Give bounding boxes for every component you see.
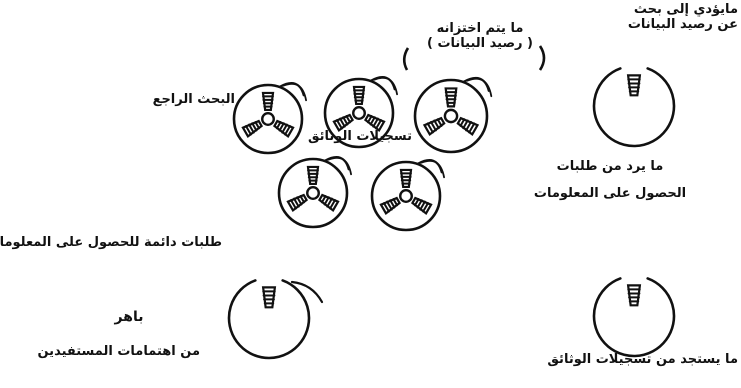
label-retrospective-search: البحث الراجع: [152, 92, 235, 107]
reel-spoke-left: [286, 193, 308, 212]
partial-reel-spoke: [261, 286, 277, 309]
tape-tail: [290, 280, 324, 304]
reel-hub: [306, 186, 320, 200]
label-incoming-requests-line1: ما يرد من طلبات: [556, 159, 664, 174]
tape-reel: [323, 76, 398, 149]
paren-left-mark: [402, 47, 410, 71]
label-middle-word: باهر: [114, 309, 144, 325]
reel-spoke-right: [364, 113, 386, 132]
paren-right-mark: [538, 45, 546, 71]
tape-reel: [232, 82, 307, 155]
reel-spoke-right: [456, 116, 480, 137]
reel-spoke-top: [399, 168, 413, 189]
reel-spoke-top: [444, 87, 458, 108]
partial-reel-rim: [592, 67, 676, 148]
partial-reel-rim: [227, 279, 311, 360]
reel-spoke-left: [379, 196, 401, 215]
reel-spoke-top: [352, 85, 366, 106]
partial-reel-spoke: [626, 284, 642, 307]
label-incoming-requests: ما يرد من طلبات الحصول على المعلومات: [520, 159, 700, 202]
label-top-right: مايؤدي إلى بحث عن رصيد البيانات: [606, 2, 738, 33]
partial-reel-bottom-left: [227, 279, 311, 360]
tape-reel: [413, 76, 493, 154]
partial-reel-rim: [592, 277, 676, 358]
reel-hub: [352, 106, 366, 120]
label-user-interests: من اهتمامات المستفيدين: [37, 344, 200, 359]
label-new-document-records: ما يستجد من تسجيلات الوثائق: [547, 352, 738, 367]
label-standing-requests: طلبات دائمة للحصول على المعلومات: [0, 235, 222, 250]
partial-reel-bottom-right: [592, 277, 676, 358]
reel-spoke-left: [241, 119, 263, 138]
reel-spoke-right: [273, 119, 295, 138]
reel-spoke-left: [332, 113, 354, 132]
reel-hub: [261, 112, 275, 126]
label-top-right-line2: عن رصيد البيانات: [627, 16, 738, 32]
reel-hub: [443, 108, 459, 124]
reel-spoke-left: [422, 116, 446, 137]
reel-spoke-right: [318, 193, 340, 212]
label-document-records: تسجيلات الوثائق: [307, 129, 413, 144]
partial-reel-top-right: [592, 67, 676, 148]
reel-spoke-top: [306, 165, 320, 186]
label-stored-data: ما يتم اختزانه ( رصيد البيانات ): [410, 21, 550, 52]
reel-hub: [399, 189, 413, 203]
label-incoming-requests-line2: الحصول على المعلومات: [533, 185, 687, 201]
reel-spoke-top: [261, 91, 275, 112]
partial-reel-spoke: [626, 74, 642, 97]
tape-reel: [277, 156, 352, 229]
label-top-right-line1: مايؤدي إلى بحث: [633, 2, 738, 17]
label-stored-data-line2: ( رصيد البيانات ): [427, 35, 533, 51]
label-stored-data-line1: ما يتم اختزانه: [436, 21, 524, 36]
tape-reel: [370, 159, 445, 232]
reel-spoke-right: [411, 196, 433, 215]
